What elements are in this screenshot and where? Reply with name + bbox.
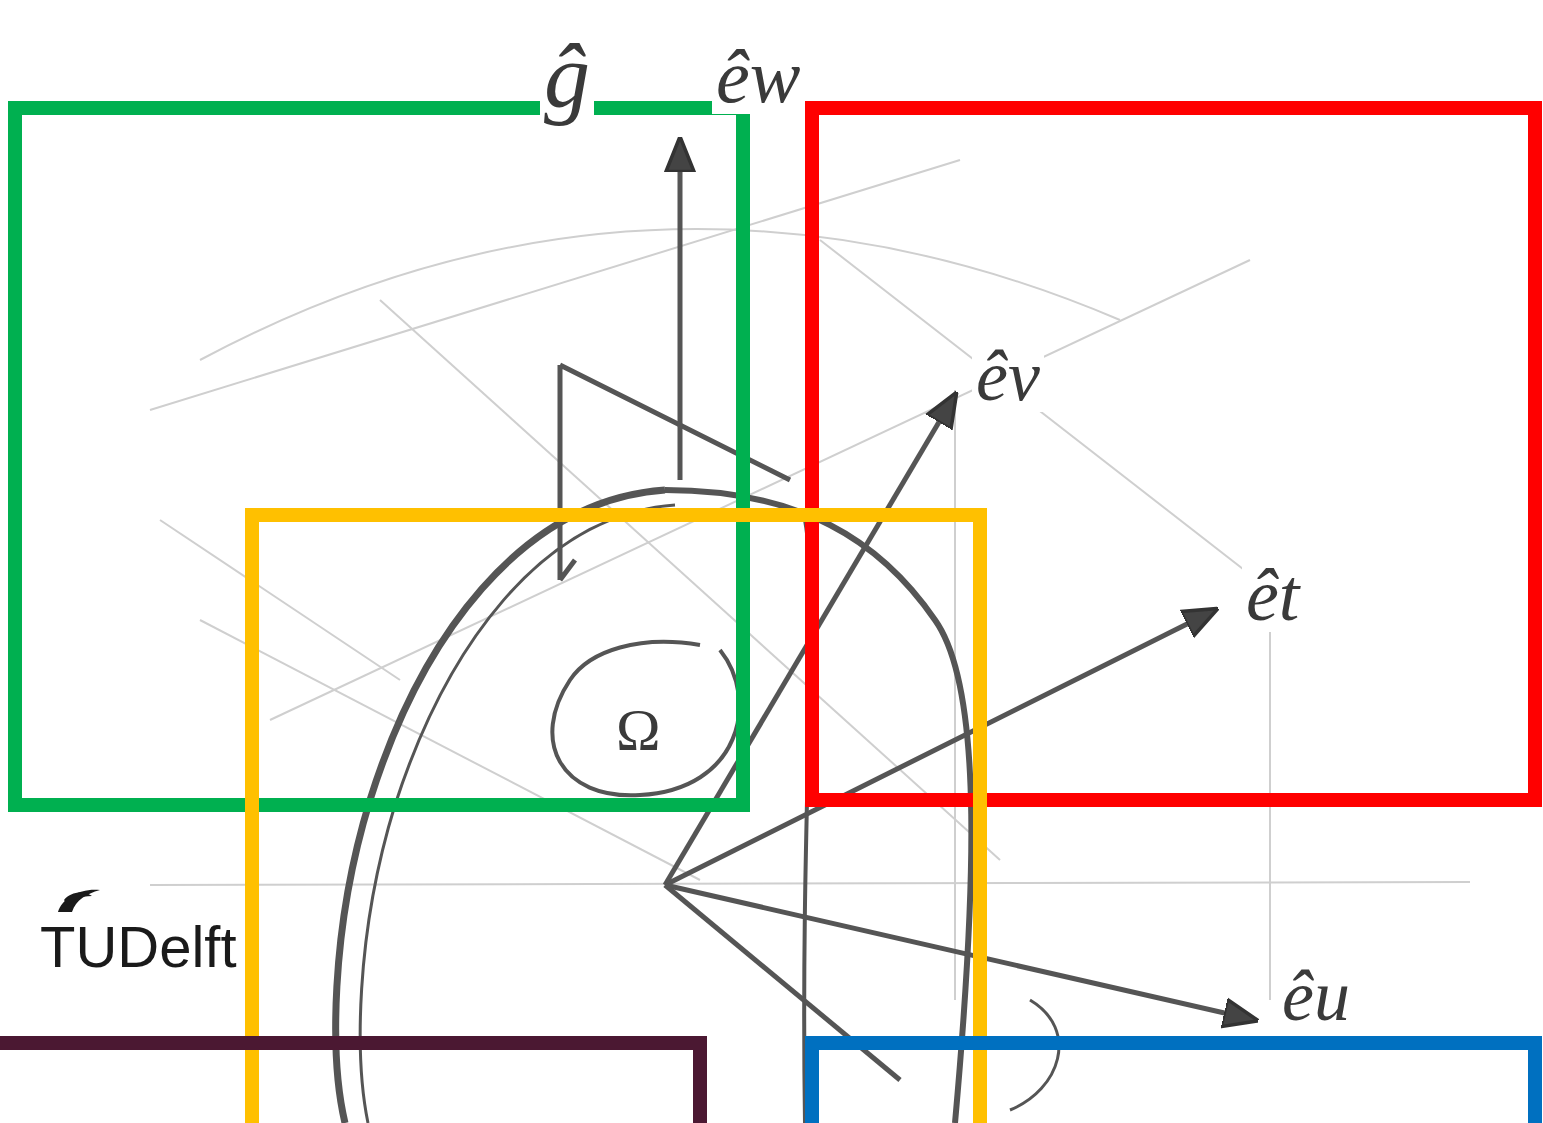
wheel-rim	[336, 365, 972, 1123]
unit-vectors	[665, 140, 1255, 1080]
vector-label: êv	[972, 340, 1044, 412]
highlight-frames	[0, 108, 1535, 1123]
rotation-label: Ω	[612, 700, 665, 760]
vector-label: êw	[712, 38, 804, 114]
vector-label: ĝ	[540, 30, 594, 122]
vector-label: êu	[1278, 960, 1354, 1032]
angle-arc	[1010, 1000, 1059, 1110]
rotation-arc	[552, 642, 739, 795]
logo-text: TUDelft	[36, 918, 241, 976]
logo-flame	[58, 890, 100, 912]
vector-label: êt	[1242, 558, 1303, 632]
